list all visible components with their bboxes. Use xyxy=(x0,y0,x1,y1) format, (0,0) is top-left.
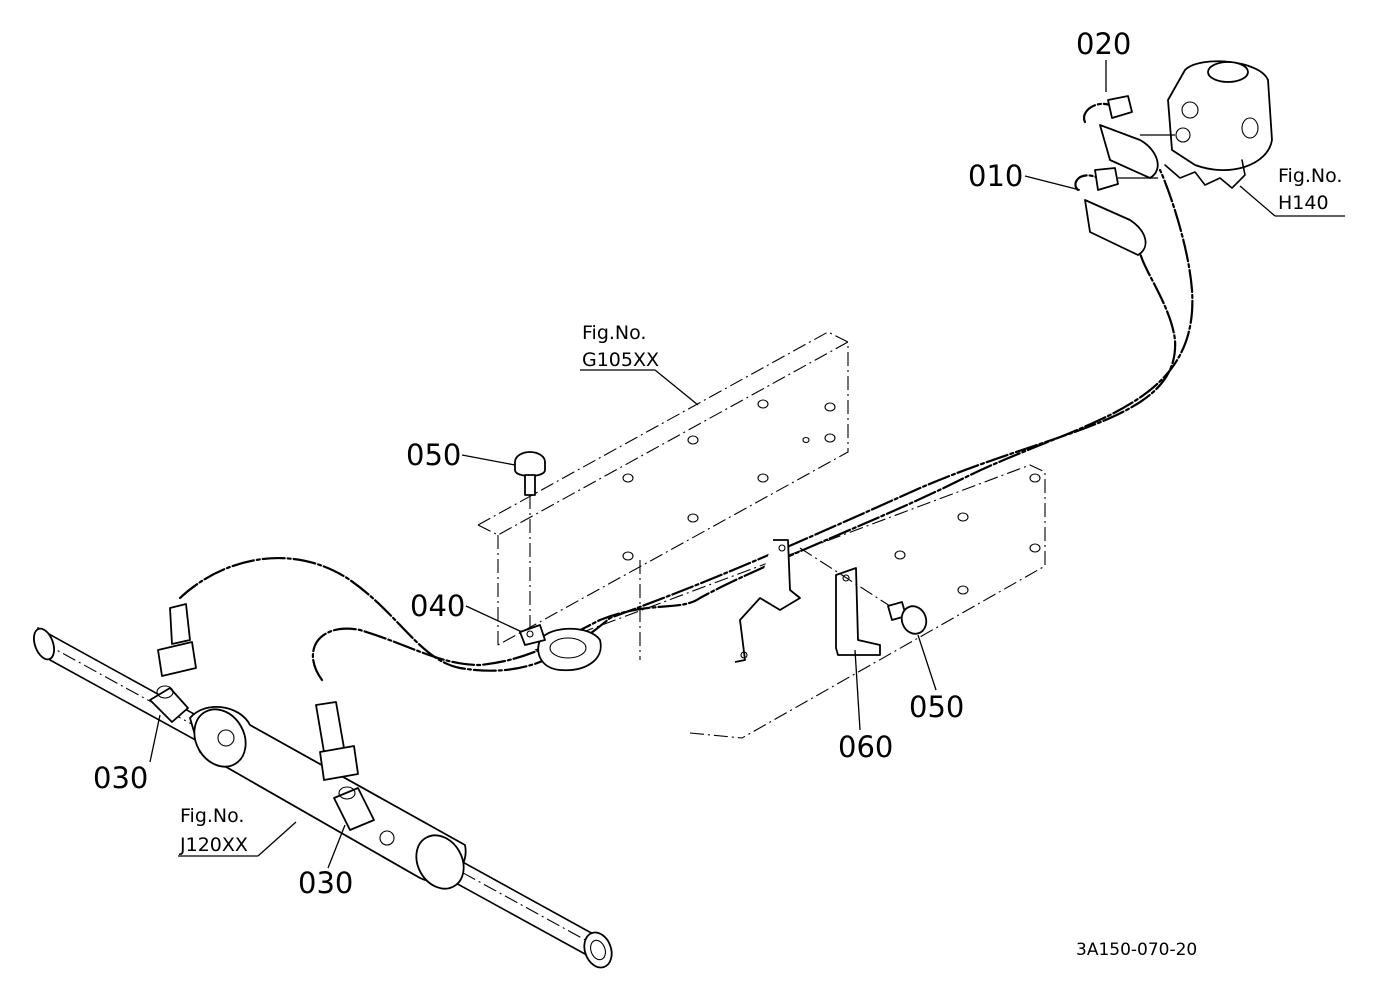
bolt-050-top xyxy=(514,451,546,628)
fig-ref-h140: H140 xyxy=(1278,192,1329,214)
hose-fitting-left xyxy=(149,603,197,723)
bolt-050-right xyxy=(799,547,928,635)
callout-040: 040 xyxy=(410,589,465,623)
fig-ref-g105xx: G105XX xyxy=(582,349,659,371)
callout-030-right: 030 xyxy=(298,866,353,900)
frame-panel xyxy=(477,331,1046,739)
callout-020: 020 xyxy=(1076,27,1131,61)
callout-010: 010 xyxy=(968,159,1023,193)
fig-label-h140: Fig.No. xyxy=(1278,165,1342,187)
frame-bracket xyxy=(734,539,801,663)
hose-clamp-060 xyxy=(835,567,881,656)
callout-leaders xyxy=(149,60,1345,869)
callout-050-right: 050 xyxy=(909,690,964,724)
hose-fitting-right xyxy=(315,701,375,831)
steering-cylinder xyxy=(33,627,613,969)
fig-label-j120xx: Fig.No. xyxy=(180,805,244,827)
hose-lines xyxy=(178,102,1194,682)
steering-valve xyxy=(1084,60,1273,256)
fig-label-g105xx: Fig.No. xyxy=(582,322,646,344)
frame-holes xyxy=(622,399,1041,595)
hose-clamp-040 xyxy=(519,624,602,672)
callout-050-top: 050 xyxy=(406,438,461,472)
fig-ref-j120xx: J120XX xyxy=(179,834,248,856)
callout-060: 060 xyxy=(838,730,893,764)
callout-030-left: 030 xyxy=(93,761,148,795)
drawing-code: 3A150-070-20 xyxy=(1076,940,1197,960)
